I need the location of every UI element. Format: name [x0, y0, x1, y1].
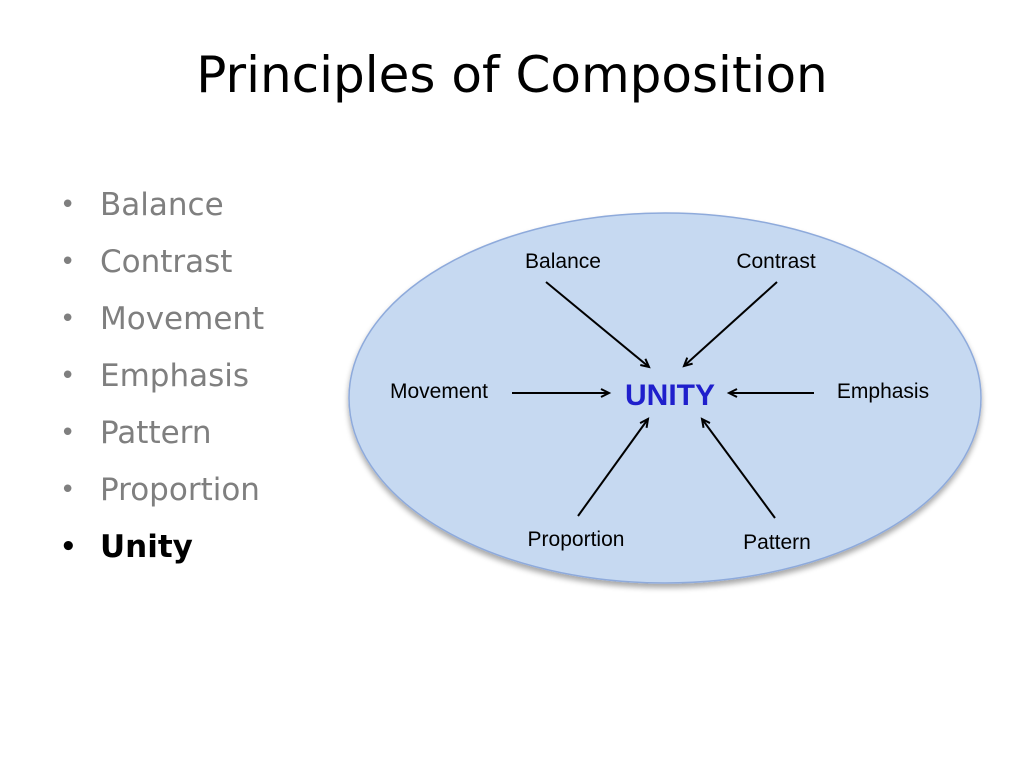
node-label-balance: Balance	[525, 250, 601, 273]
node-label-movement: Movement	[390, 380, 488, 403]
bullet-dot-icon: •	[60, 418, 76, 448]
bullet-label: Emphasis	[100, 358, 250, 394]
bullet-item-proportion: • Proportion	[58, 463, 264, 520]
bullet-label: Pattern	[100, 415, 212, 451]
node-label-pattern: Pattern	[743, 531, 811, 554]
arrow-pattern-to-unity	[700, 417, 776, 519]
bullet-item-emphasis: • Emphasis	[58, 349, 264, 406]
slide-title: Principles of Composition	[196, 46, 828, 104]
bullet-item-movement: • Movement	[58, 292, 264, 349]
bullet-item-pattern: • Pattern	[58, 406, 264, 463]
bullet-label: Unity	[100, 529, 193, 565]
arrow-contrast-to-unity	[682, 281, 778, 368]
bullet-label: Contrast	[100, 244, 233, 280]
arrow-proportion-to-unity	[577, 417, 650, 517]
bullet-item-contrast: • Contrast	[58, 235, 264, 292]
bullet-label: Movement	[100, 301, 265, 337]
bullet-dot-icon: •	[60, 247, 76, 277]
bullet-label: Proportion	[100, 472, 260, 508]
bullet-label: Balance	[100, 187, 224, 223]
bullet-item-balance: • Balance	[58, 178, 264, 235]
bullet-item-unity: • Unity	[58, 520, 264, 577]
node-label-contrast: Contrast	[736, 250, 816, 273]
bullet-list: • Balance • Contrast • Movement • Emphasis •…	[58, 178, 264, 577]
bullet-dot-icon: •	[60, 532, 77, 562]
bullet-dot-icon: •	[60, 304, 76, 334]
node-label-emphasis: Emphasis	[837, 380, 929, 403]
bullet-dot-icon: •	[60, 190, 76, 220]
node-label-proportion: Proportion	[528, 528, 625, 551]
bullet-dot-icon: •	[60, 475, 76, 505]
center-label-unity: UNITY	[625, 379, 715, 412]
arrow-balance-to-unity	[545, 281, 651, 369]
unity-ellipse	[348, 212, 982, 584]
bullet-dot-icon: •	[60, 361, 76, 391]
